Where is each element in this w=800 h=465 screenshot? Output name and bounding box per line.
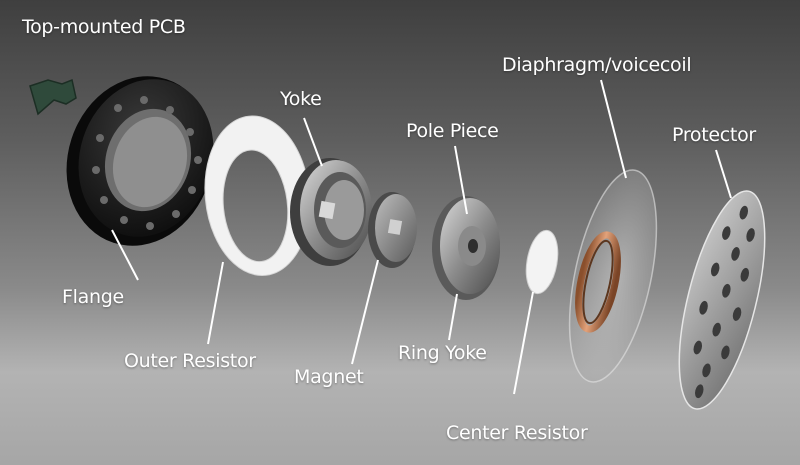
label-center-resistor: Center Resistor — [446, 422, 588, 444]
protector-part — [678, 190, 766, 410]
label-flange: Flange — [62, 286, 124, 308]
pcb-part — [29, 78, 77, 116]
leader-diaphragm — [600, 79, 627, 179]
leader-outer-resistor — [207, 261, 224, 345]
outer-resistor-part — [204, 115, 311, 276]
leader-magnet — [351, 259, 379, 365]
leader-center-resistor — [513, 291, 534, 395]
leader-ring-yoke — [448, 293, 458, 341]
magnet-part — [368, 192, 417, 268]
label-yoke: Yoke — [280, 88, 322, 110]
center-resistor-part — [525, 229, 559, 295]
ring-yoke-part — [432, 196, 500, 300]
label-magnet: Magnet — [294, 366, 364, 388]
label-pcb: Top-mounted PCB — [22, 16, 186, 38]
label-diaphragm: Diaphragm/voicecoil — [502, 54, 692, 76]
label-protector: Protector — [672, 124, 756, 146]
diaphragm-part — [568, 169, 658, 383]
label-pole-piece: Pole Piece — [406, 120, 499, 142]
flange-part — [66, 76, 214, 246]
yoke-part — [290, 158, 372, 266]
label-outer-resistor: Outer Resistor — [124, 350, 256, 372]
leader-flange — [111, 229, 139, 281]
leader-pole-piece — [454, 145, 468, 215]
leader-yoke — [303, 117, 323, 167]
leader-protector — [715, 149, 732, 199]
leader-lines — [111, 79, 732, 395]
label-ring-yoke: Ring Yoke — [398, 342, 487, 364]
